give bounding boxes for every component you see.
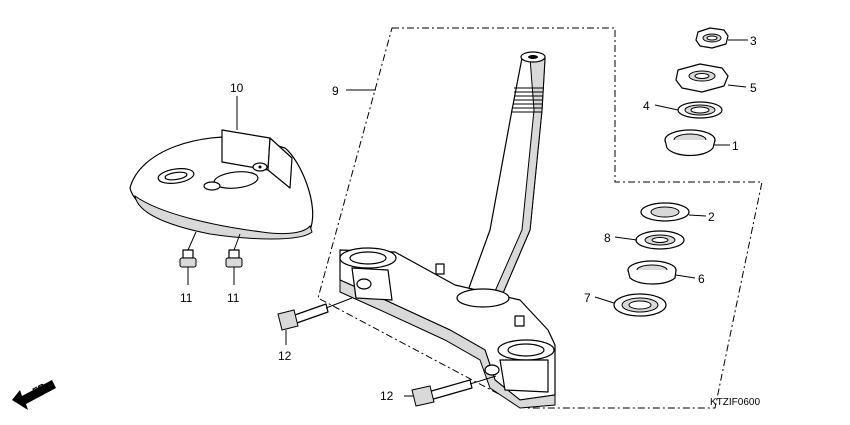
callout-4: 4 bbox=[643, 99, 650, 113]
callout-2: 2 bbox=[708, 210, 715, 224]
callout-3: 3 bbox=[750, 34, 757, 48]
callout-7: 7 bbox=[584, 291, 591, 305]
assembly-boundary bbox=[317, 27, 763, 409]
callout-9: 9 bbox=[332, 84, 339, 98]
callout-11-left: 11 bbox=[180, 291, 193, 305]
screw-11-right bbox=[225, 249, 243, 285]
callout-8: 8 bbox=[604, 231, 611, 245]
callout-6: 6 bbox=[698, 272, 705, 286]
nut-3 bbox=[695, 27, 729, 49]
seal-7 bbox=[613, 293, 667, 317]
callout-12-lower: 12 bbox=[380, 389, 394, 403]
diagram-code: KTZIF0600 bbox=[710, 397, 760, 408]
screw-11-left bbox=[179, 249, 197, 285]
callout-11-right: 11 bbox=[227, 291, 240, 305]
callout-10: 10 bbox=[230, 81, 244, 95]
callout-12-upper: 12 bbox=[278, 349, 292, 363]
callout-5: 5 bbox=[750, 81, 757, 95]
bolt-12-lower bbox=[404, 375, 497, 407]
front-direction-arrow-icon: FR. bbox=[12, 380, 56, 410]
callout-1: 1 bbox=[732, 139, 739, 153]
steering-stem bbox=[339, 51, 556, 409]
bearing-8 bbox=[635, 230, 685, 250]
bearing-4 bbox=[677, 101, 723, 119]
race-2 bbox=[640, 202, 690, 222]
race-1 bbox=[664, 129, 716, 157]
race-6 bbox=[627, 260, 677, 285]
nut-5 bbox=[675, 63, 729, 93]
handle-cover bbox=[129, 129, 314, 240]
bolt-12-upper bbox=[277, 297, 353, 345]
